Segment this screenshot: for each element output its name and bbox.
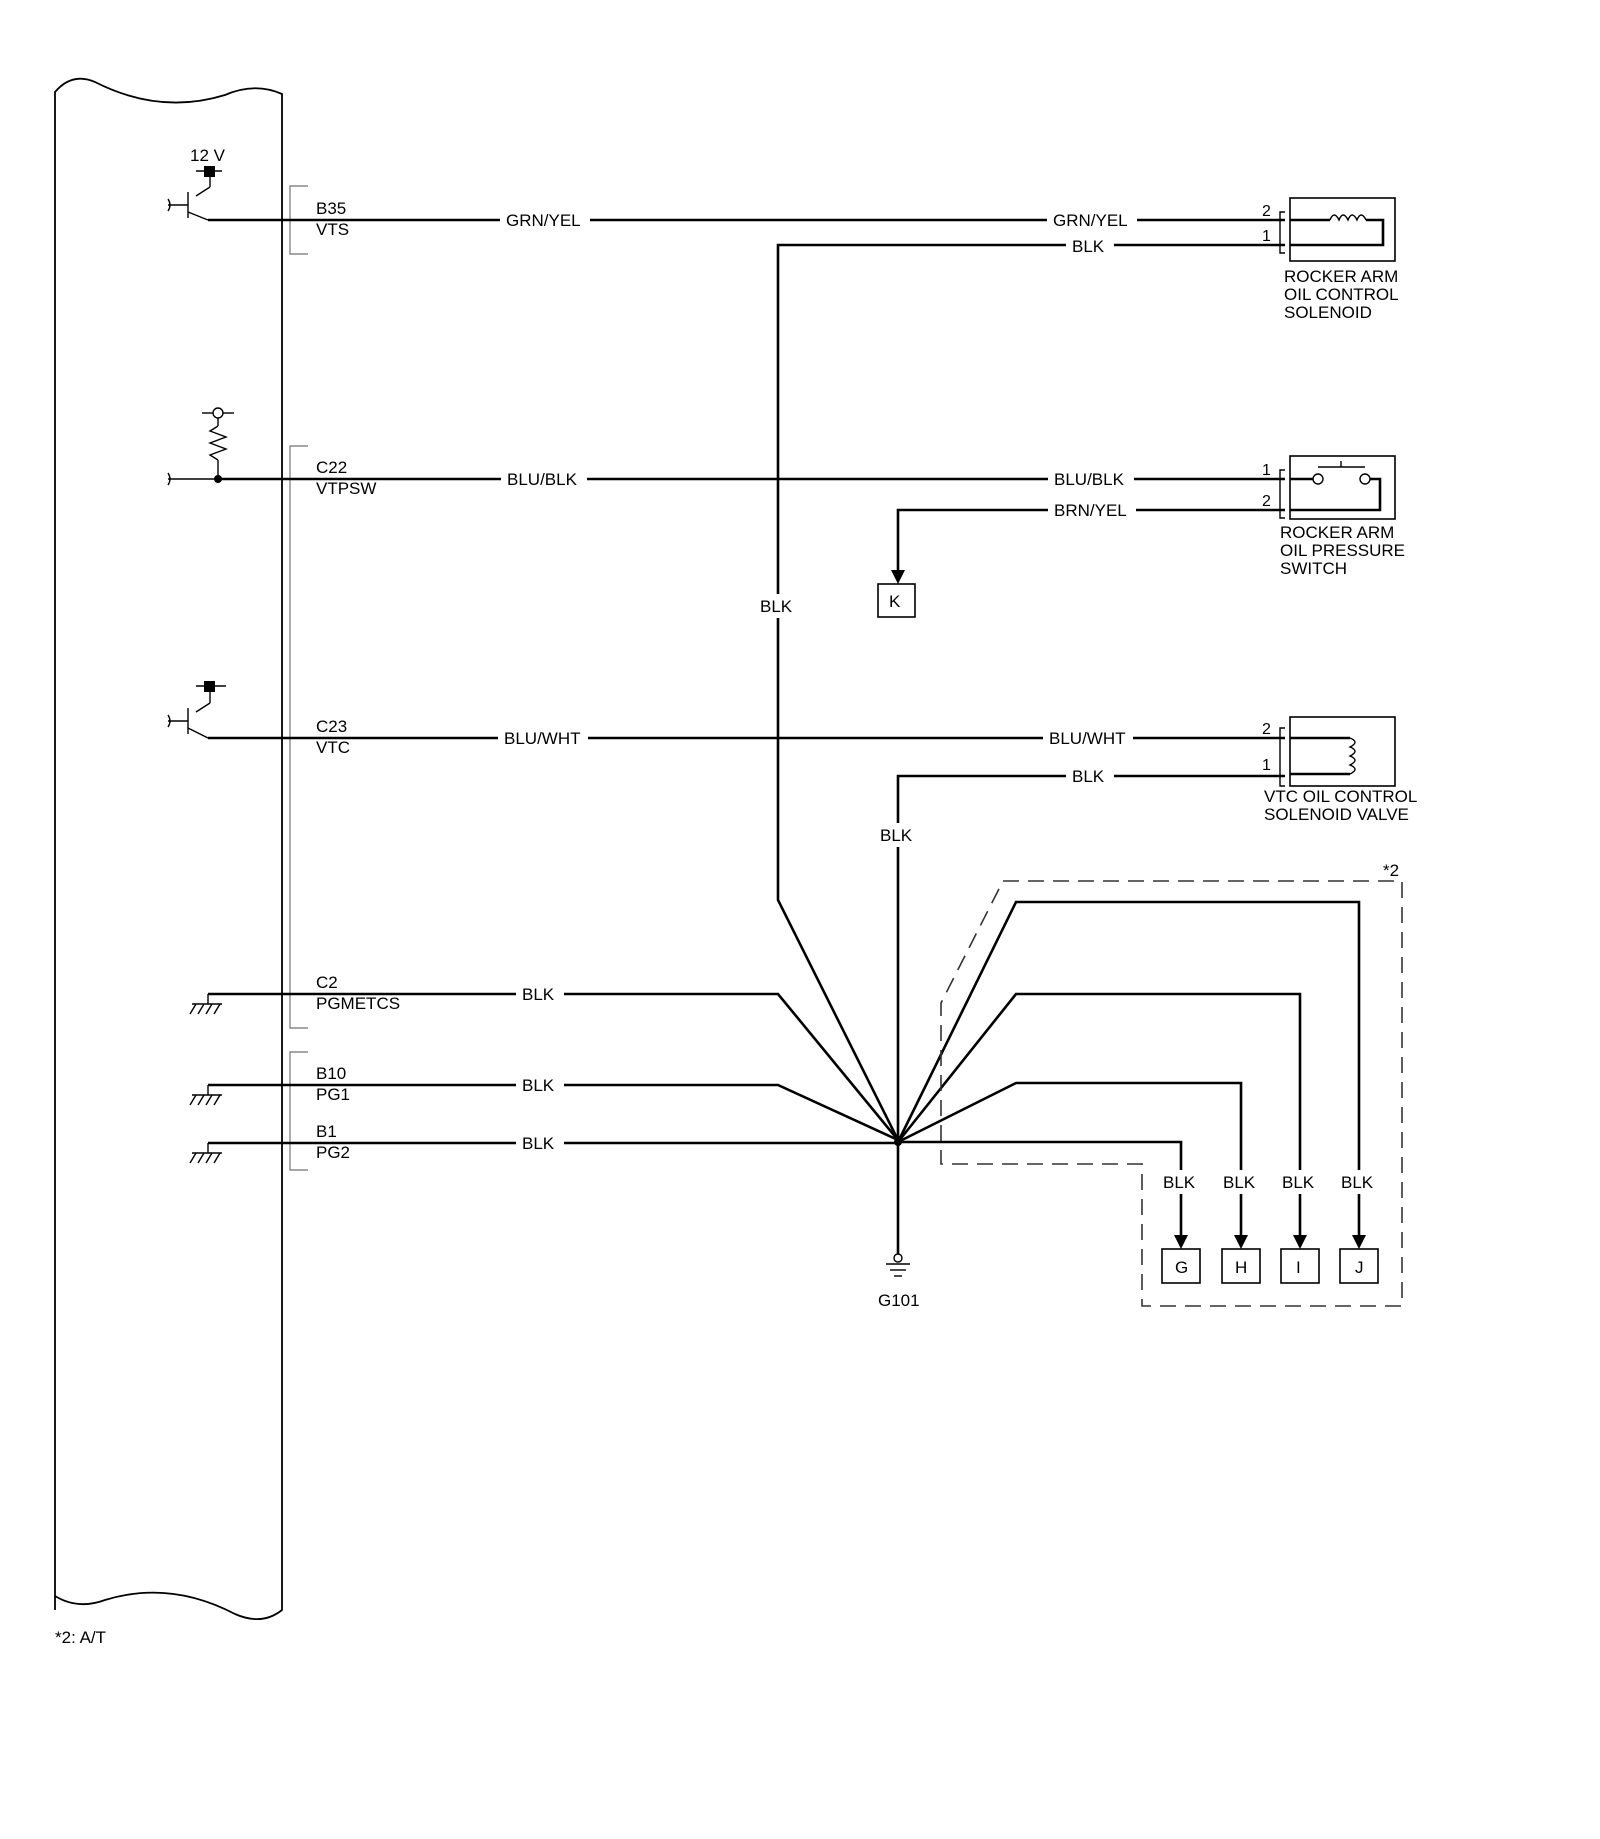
pin-name: PG1: [316, 1085, 350, 1104]
ecm-pin-vtc: C23 VTC: [316, 717, 350, 757]
connector-ref-i: I: [1280, 1248, 1320, 1284]
component-name-line: SOLENOID: [1284, 303, 1372, 322]
vtpsw-pullup-resistor-icon: [167, 407, 290, 486]
wire-label-at-h: BLK: [1223, 1173, 1256, 1192]
wire-at-g: [898, 1140, 1183, 1235]
ecm-ground-pgmetcs-icon: [189, 992, 290, 1015]
wire-label-vts-left: GRN/YEL: [506, 211, 581, 230]
pin-number: 2: [1262, 493, 1271, 510]
arrow-k-icon: [891, 570, 905, 584]
wire-label-at-g: BLK: [1163, 1173, 1196, 1192]
connector-letter: H: [1235, 1258, 1247, 1277]
pin-code: C2: [316, 973, 338, 992]
component-name-line: OIL CONTROL: [1284, 285, 1399, 304]
wire-label-vtpsw-left: BLU/BLK: [507, 470, 578, 489]
wire-sol1-ground: [776, 243, 1285, 1141]
wire-pgmetcs: [290, 992, 900, 1141]
coil-icon: [1329, 214, 1367, 222]
component-name-line: ROCKER ARM: [1280, 523, 1394, 542]
pin-name: PG2: [316, 1143, 350, 1162]
pin-code: B10: [316, 1064, 346, 1083]
pin-number: 1: [1262, 462, 1271, 479]
connector-bracket-b-bottom: [289, 1051, 308, 1171]
connector-letter: G: [1175, 1258, 1188, 1277]
wire-at-j: [896, 900, 1361, 1235]
arrow-g-icon: [1174, 1235, 1188, 1249]
arrow-h-icon: [1234, 1235, 1248, 1249]
ecm-pin-pgmetcs: C2 PGMETCS: [316, 973, 400, 1013]
pin-number: 2: [1262, 721, 1271, 738]
arrow-i-icon: [1293, 1235, 1307, 1249]
pin-code: C22: [316, 458, 347, 477]
connector-ref-h: H: [1221, 1248, 1261, 1284]
pin-number: 1: [1262, 757, 1271, 774]
pin-code: B35: [316, 199, 346, 218]
ecm-body: [54, 77, 283, 1620]
at-option-boundary: [940, 880, 1403, 1307]
chassis-ground-icon: [886, 1253, 910, 1277]
connector-ref-k: K: [877, 583, 916, 618]
wire-label-at-i: BLK: [1282, 1173, 1315, 1192]
wire-vtc-ground: [896, 774, 1285, 1140]
wire-label-pgmetcs: BLK: [522, 985, 555, 1004]
ecm-pin-vtpsw: C22 VTPSW: [316, 458, 376, 498]
pin-name: PGMETCS: [316, 994, 400, 1013]
component-name-line: SOLENOID VALVE: [1264, 805, 1409, 824]
wire-label-vtc-left: BLU/WHT: [504, 729, 581, 748]
connector-ref-j: J: [1339, 1248, 1379, 1284]
wire-label-psw-out: BRN/YEL: [1054, 501, 1127, 520]
pin-number: 1: [1262, 228, 1271, 245]
wire-label-pg2: BLK: [522, 1134, 555, 1153]
component-name-line: SWITCH: [1280, 559, 1347, 578]
pin-name: VTPSW: [316, 479, 376, 498]
footnote: *2: A/T: [55, 1628, 106, 1647]
at-box-marker: *2: [1383, 861, 1399, 880]
connector-letter: I: [1296, 1258, 1301, 1277]
wire-pg1: [290, 1083, 899, 1142]
vts-driver-transistor-icon: [167, 166, 290, 222]
wire-psw-out: [896, 508, 1285, 570]
pin-code: C23: [316, 717, 347, 736]
wire-label-at-j: BLK: [1341, 1173, 1374, 1192]
wire-label-vertical-2: BLK: [880, 826, 913, 845]
supply-12v-label: 12 V: [190, 146, 226, 165]
wire-label-vtc-right: BLU/WHT: [1049, 729, 1126, 748]
pin-name: VTS: [316, 220, 349, 239]
pin-number: 2: [1262, 203, 1271, 220]
connector-ref-g: G: [1161, 1248, 1201, 1284]
wire-label-vtc-gnd: BLK: [1072, 767, 1105, 786]
wire-at-i: [896, 992, 1302, 1235]
connector-letter: J: [1355, 1258, 1364, 1277]
wire-label-sol1-gnd: BLK: [1072, 237, 1105, 256]
component-name-line: ROCKER ARM: [1284, 267, 1398, 286]
coil-icon: [1348, 737, 1356, 775]
pin-code: B1: [316, 1122, 337, 1141]
ecm-pin-vts: B35 VTS: [316, 199, 349, 239]
wire-label-vertical-1: BLK: [760, 597, 793, 616]
wire-label-vts-right: GRN/YEL: [1053, 211, 1128, 230]
wire-label-vtpsw-right: BLU/BLK: [1054, 470, 1125, 489]
component-name-line: OIL PRESSURE: [1280, 541, 1405, 560]
ecm-pin-pg2: B1 PG2: [316, 1122, 350, 1162]
connector-letter: K: [889, 592, 901, 611]
switch-contact-icon: [1312, 461, 1371, 485]
vtc-driver-transistor-icon: [167, 681, 290, 740]
ecm-ground-pg1-icon: [189, 1083, 290, 1106]
rocker-arm-oil-control-solenoid: 2 1 ROCKER ARM OIL CONTROL SOLENOID: [1262, 197, 1399, 322]
ecm-ground-pg2-icon: [189, 1141, 290, 1164]
pin-name: VTC: [316, 738, 350, 757]
vtc-oil-control-solenoid-valve: 2 1 VTC OIL CONTROL SOLENOID VALVE: [1262, 716, 1417, 824]
arrow-j-icon: [1352, 1235, 1366, 1249]
ecm-pin-pg1: B10 PG1: [316, 1064, 350, 1104]
rocker-arm-oil-pressure-switch: 1 2 ROCKER ARM OIL PRESSURE SWITCH: [1262, 455, 1405, 578]
wire-at-h: [897, 1081, 1243, 1235]
component-name-line: VTC OIL CONTROL: [1264, 787, 1417, 806]
ground-g101-label: G101: [878, 1291, 920, 1310]
wire-label-pg1: BLK: [522, 1076, 555, 1095]
